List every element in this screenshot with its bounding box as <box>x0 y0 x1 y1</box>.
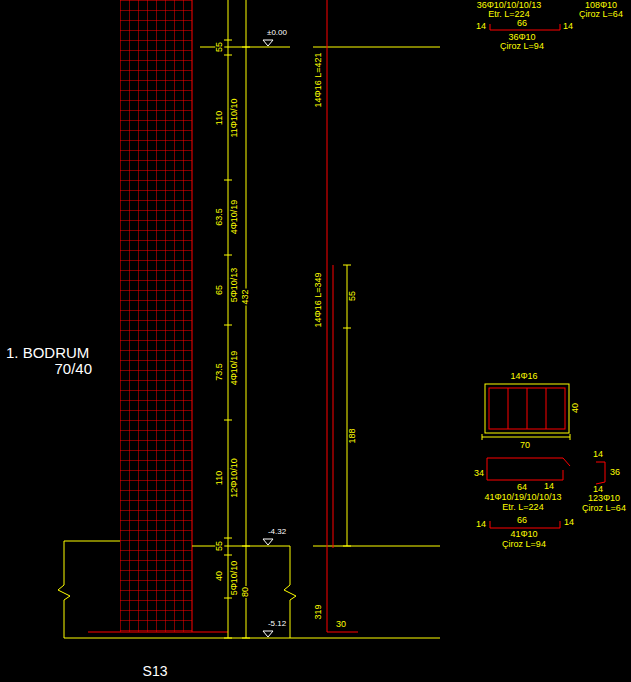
dimension-line <box>228 0 229 638</box>
rebar-line <box>192 0 193 632</box>
dimension-text: 55 <box>215 41 224 53</box>
bar-length: Çiroz L=64 <box>578 10 624 19</box>
level-line <box>64 541 440 546</box>
dimension-text: 40 <box>215 570 224 582</box>
dimension-text: 55 <box>348 290 357 302</box>
level-text: -4.32 <box>267 528 287 536</box>
dimension-tick <box>242 47 250 638</box>
rebar-label: 14Φ16 L=349 <box>314 272 323 329</box>
rebar-label: 14Φ16 L=421 <box>314 52 323 109</box>
dimension-text: 73.5 <box>215 362 224 382</box>
floor-name: 1. BODRUM <box>5 345 90 361</box>
bar-length: Çiroz L=94 <box>499 42 545 51</box>
stirrup-spacing: 5Φ10/10 <box>230 560 239 597</box>
column-name: S13 <box>142 664 169 679</box>
bar-dimension: 14 <box>543 482 555 491</box>
stirrup-spacing: 4Φ10/19 <box>230 199 239 236</box>
stirrup-shape <box>487 458 570 480</box>
bar-dimension: 66 <box>516 19 528 28</box>
level-marker <box>263 40 273 46</box>
level-marker <box>263 539 273 545</box>
stirrup-spacing: 12Φ10/10 <box>230 457 239 499</box>
dimension-text: 188 <box>348 427 357 444</box>
tie-line <box>508 388 546 429</box>
bar-dimension: 66 <box>516 516 528 525</box>
column-size: 70/40 <box>53 361 93 377</box>
level-line <box>64 638 440 639</box>
rebar-hook <box>88 632 228 633</box>
bar-length: Etr. L=224 <box>501 503 544 512</box>
bar-dimension: 14 <box>563 518 575 527</box>
dimension-line <box>482 434 570 440</box>
level-text: ±0.00 <box>266 29 288 37</box>
dimension-text: 80 <box>241 586 250 598</box>
bar-schedule: 41Φ10/19/10/10/13 <box>483 493 562 502</box>
bar-schedule: 41Φ10 <box>509 530 538 539</box>
section-outline <box>485 384 569 433</box>
stirrup <box>489 388 565 429</box>
dimension-text: 110 <box>215 470 224 486</box>
tie-shape <box>596 462 605 484</box>
level-line <box>200 47 440 48</box>
stirrup-spacing: 5Φ10/13 <box>230 267 239 304</box>
dimension-tick <box>343 265 351 546</box>
level-text: -5.12 <box>267 620 287 628</box>
dimension-text: 55 <box>215 540 224 552</box>
stirrup-spacing: 11Φ10/10 <box>230 97 239 138</box>
bar-dimension: 36 <box>609 468 621 477</box>
bar-schedule: 123Φ10 <box>587 494 621 503</box>
dimension-text: 30 <box>335 620 347 629</box>
rebar-bar <box>333 265 334 548</box>
stirrup-spacing: 4Φ10/19 <box>230 350 239 387</box>
dimension-text: 319 <box>314 603 323 620</box>
bar-length: Çiroz L=64 <box>581 504 627 513</box>
rebar-label: 14Φ16 <box>509 372 538 381</box>
bar-dimension: 64 <box>516 483 528 492</box>
break-line <box>58 541 70 638</box>
bar-dimension: 14 <box>475 22 487 31</box>
rebar-cage <box>120 0 192 632</box>
dimension-text: 70 <box>519 441 531 450</box>
dimension-text: 110 <box>215 110 224 126</box>
dimension-text: 65 <box>215 284 224 296</box>
dimension-text: 63.5 <box>215 207 224 227</box>
bar-dimension: 14 <box>475 520 487 529</box>
dimension-line <box>246 0 247 638</box>
bar-dimension: 14 <box>592 450 604 459</box>
bar-dimension: 34 <box>473 469 485 478</box>
level-marker <box>263 631 273 637</box>
bar-length: Çiroz L=94 <box>501 540 547 549</box>
dimension-text: 40 <box>571 402 580 414</box>
bar-dimension: 14 <box>562 22 574 31</box>
dimension-line <box>347 265 348 546</box>
rebar-bar <box>327 0 358 632</box>
dimension-text: 432 <box>241 288 250 305</box>
